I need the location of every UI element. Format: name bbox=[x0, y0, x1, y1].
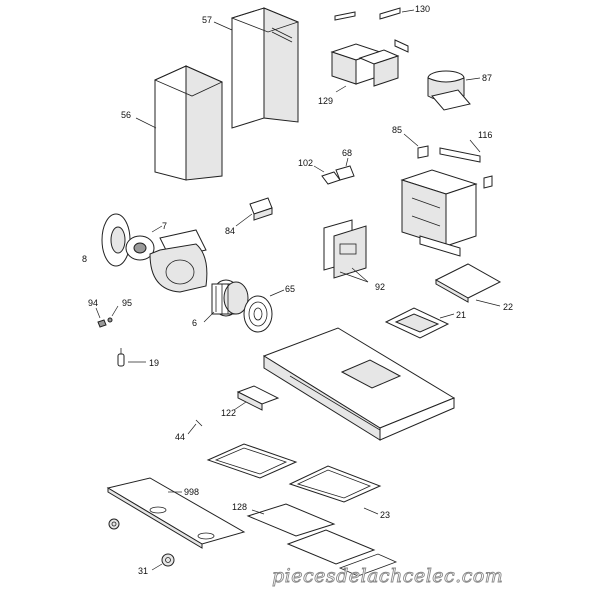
filter-pad-part bbox=[434, 263, 502, 303]
screw-parts bbox=[97, 317, 113, 328]
part-label-95: 95 bbox=[122, 298, 132, 308]
part-label-84: 84 bbox=[225, 226, 235, 236]
bottom-panel-part bbox=[106, 477, 246, 549]
watermark-text: piecesdelachcelec.com bbox=[272, 565, 503, 587]
filter-tray-part bbox=[206, 443, 382, 503]
part-label-57: 57 bbox=[202, 15, 212, 25]
clip-and-bar-parts bbox=[417, 145, 493, 189]
part-label-65: 65 bbox=[285, 284, 295, 294]
part-label-23: 23 bbox=[380, 510, 390, 520]
hood-canopy-part bbox=[262, 327, 456, 441]
part-label-130: 130 bbox=[415, 4, 430, 14]
part-label-68: 68 bbox=[342, 148, 352, 158]
part-label-19: 19 bbox=[149, 358, 159, 368]
part-label-87: 87 bbox=[482, 73, 492, 83]
upper-chimney-part bbox=[230, 7, 300, 129]
motor-cover-part bbox=[101, 213, 131, 267]
part-label-6: 6 bbox=[192, 318, 197, 328]
part-label-102: 102 bbox=[298, 158, 313, 168]
blower-housing-part bbox=[149, 229, 208, 293]
part-label-122: 122 bbox=[221, 408, 236, 418]
part-label-8: 8 bbox=[82, 254, 87, 264]
control-board-part bbox=[323, 219, 367, 279]
part-label-128: 128 bbox=[232, 502, 247, 512]
part-label-7: 7 bbox=[162, 221, 167, 231]
motor-part bbox=[125, 235, 155, 261]
part-label-116: 116 bbox=[478, 130, 492, 140]
part-label-44: 44 bbox=[175, 432, 185, 442]
part-label-85: 85 bbox=[392, 125, 402, 135]
duct-connector-part bbox=[330, 43, 400, 87]
round-valve-part bbox=[427, 70, 471, 111]
part-label-31: 31 bbox=[138, 566, 148, 576]
light-housing-part bbox=[236, 385, 280, 411]
bracket-parts bbox=[334, 7, 409, 53]
pin-part bbox=[195, 419, 203, 427]
part-label-92: 92 bbox=[375, 282, 385, 292]
part-label-94: 94 bbox=[88, 298, 98, 308]
part-label-129: 129 bbox=[318, 96, 333, 106]
part-label-56: 56 bbox=[121, 110, 131, 120]
part-label-21: 21 bbox=[456, 310, 466, 320]
lower-chimney-part bbox=[154, 65, 223, 181]
bulb-part bbox=[117, 348, 125, 367]
motor-housing-part bbox=[400, 169, 478, 257]
grille-part bbox=[243, 295, 273, 333]
filter-frame-part bbox=[384, 307, 450, 339]
part-label-22: 22 bbox=[503, 302, 513, 312]
lower-filter-trays-part bbox=[246, 503, 398, 577]
nut-parts bbox=[108, 518, 175, 567]
blower-wheel-part bbox=[211, 279, 249, 317]
light-bracket-part bbox=[249, 197, 273, 221]
switch-parts bbox=[321, 165, 355, 185]
part-label-998: 998 bbox=[184, 487, 199, 497]
